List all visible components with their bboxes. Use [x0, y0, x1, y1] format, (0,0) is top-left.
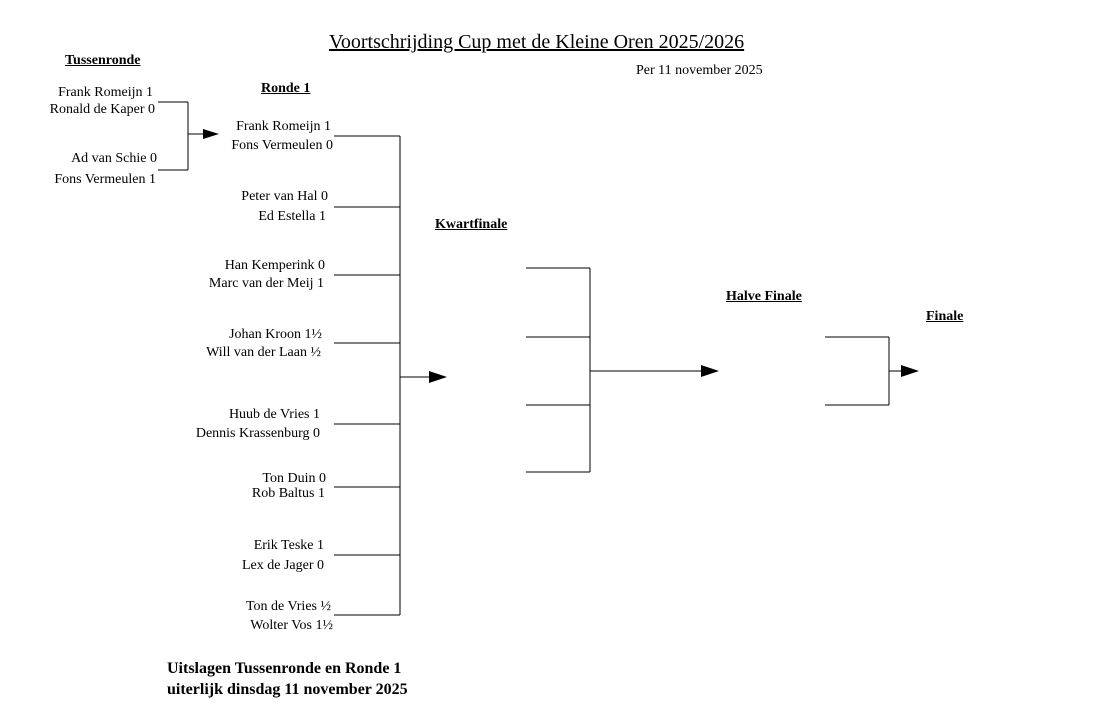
ronde1-player: Huub de Vries 1 [228, 407, 320, 422]
ronde1-player: Ton de Vries ½ [245, 599, 331, 614]
header-kwartfinale: Kwartfinale [435, 217, 508, 232]
tussenronde-player: Fons Vermeulen 1 [54, 172, 156, 187]
deadline-note-line1: Uitslagen Tussenronde en Ronde 1 [167, 660, 402, 677]
ronde1-player: Wolter Vos 1½ [250, 618, 333, 633]
deadline-note-line2: uiterlijk dinsdag 11 november 2025 [167, 681, 408, 698]
header-ronde1: Ronde 1 [261, 81, 311, 96]
ronde1-player: Peter van Hal 0 [241, 189, 328, 204]
ronde1-player: Rob Baltus 1 [251, 486, 325, 501]
ronde1-player: Fons Vermeulen 0 [231, 138, 333, 153]
ronde1-player: Ed Estella 1 [258, 209, 326, 224]
tussenronde-player: Frank Romeijn 1 [58, 85, 153, 100]
ronde1-player: Marc van der Meij 1 [208, 276, 324, 291]
header-halve-finale: Halve Finale [726, 289, 802, 304]
ronde1-player: Frank Romeijn 1 [236, 119, 331, 134]
ronde1-player: Dennis Krassenburg 0 [195, 426, 320, 441]
header-finale: Finale [926, 309, 964, 324]
page-title: Voortschrijding Cup met de Kleine Oren 2… [329, 31, 745, 53]
tussenronde-player: Ronald de Kaper 0 [49, 102, 155, 117]
arrow-kwartfinale [701, 365, 719, 377]
ronde1-player: Lex de Jager 0 [241, 558, 324, 573]
ronde1-player: Erik Teske 1 [253, 538, 324, 553]
arrow-halve-finale [901, 365, 919, 377]
ronde1-player: Han Kemperink 0 [224, 258, 325, 273]
ronde1-player: Will van der Laan ½ [206, 345, 321, 360]
ronde1-player: Ton Duin 0 [262, 471, 326, 486]
tussenronde-player: Ad van Schie 0 [71, 151, 157, 166]
date-label: Per 11 november 2025 [636, 63, 763, 78]
header-tussenronde: Tussenronde [65, 53, 141, 68]
ronde1-player: Johan Kroon 1½ [229, 327, 322, 342]
arrow-tussenronde [203, 129, 219, 139]
arrow-ronde1 [429, 371, 447, 383]
